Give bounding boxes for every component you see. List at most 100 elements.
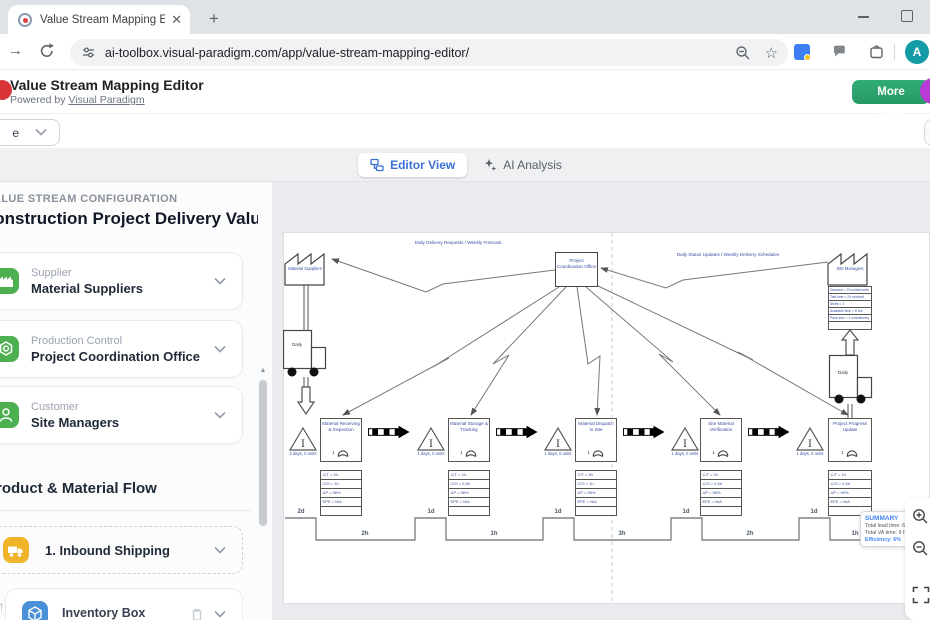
timeline-va-label: 3h: [618, 531, 626, 537]
production-control-value: Project Coordination Office: [31, 348, 201, 364]
process-data-box[interactable]: C/T = 2h C/O = 0.5h UP = 98% EPE = N/A: [700, 470, 742, 516]
account-avatar[interactable]: [920, 78, 930, 104]
timeline-va-label: 1h: [490, 531, 498, 537]
info-flow-label-right[interactable]: Daily Status Updates / Weekly Delivery S…: [676, 252, 780, 257]
timeline-lead-label: 2d: [297, 509, 305, 515]
trash-icon[interactable]: [190, 607, 204, 620]
window-maximize-button[interactable]: [901, 10, 913, 22]
chevron-down-icon[interactable]: [214, 546, 226, 555]
data-row: C/O = 0.5h: [449, 480, 489, 489]
url-text[interactable]: ai-toolbox.visual-paradigm.com/app/value…: [105, 45, 470, 60]
process-data-box[interactable]: C/T = 1h C/O = 0.5h UP = 98% EPE = N/A: [448, 470, 490, 516]
data-row: UP = 98%: [449, 489, 489, 498]
window-minimize-button[interactable]: [858, 16, 869, 18]
chevron-down-icon[interactable]: [214, 610, 226, 619]
truck-right-label[interactable]: Daily: [837, 370, 848, 375]
inventory-label: 1 days, 0 units: [796, 451, 824, 456]
fit-screen-icon[interactable]: [912, 586, 930, 604]
customer-data-row: Demand = 20 units/month: [829, 287, 871, 294]
customer-factory-label[interactable]: Site Managers: [836, 266, 864, 271]
forward-button[interactable]: →: [8, 42, 23, 59]
value-stream-name: Construction Project Delivery Value Stre…: [0, 209, 258, 228]
operator-count: 1: [841, 450, 844, 455]
section-divider: [0, 510, 252, 511]
summary-efficiency: Efficiency: 6%: [865, 537, 901, 543]
data-row: EPE = N/A: [701, 498, 741, 507]
diagram-selector-dropdown[interactable]: e: [0, 119, 60, 146]
data-row: EPE = N/A: [576, 498, 616, 507]
process-box[interactable]: Material Storage & Tracking 1: [448, 418, 490, 462]
reload-button[interactable]: [38, 42, 56, 60]
browser-tab-strip: Value Stream Mapping Editor ✕ +: [0, 0, 930, 34]
process-title: Project Progress Update: [833, 421, 867, 432]
push-arrow: [623, 425, 665, 439]
zoom-in-icon[interactable]: [912, 508, 930, 526]
tab-close-icon[interactable]: ✕: [171, 11, 182, 27]
customer-card-value: Site Managers: [31, 414, 120, 430]
supplier-factory-label[interactable]: Material Suppliers: [288, 266, 322, 271]
scrollbar-thumb[interactable]: [259, 380, 267, 526]
bookmark-star-icon[interactable]: ☆: [764, 44, 778, 62]
diagram-canvas[interactable]: I I I I I Material Suppliers Project Coo…: [272, 182, 930, 620]
chevron-down-icon[interactable]: [214, 345, 226, 354]
truck-left-label[interactable]: Daily: [291, 342, 302, 347]
customer-data-row: Available time = 8 hrs: [829, 308, 871, 315]
zoom-out-page-icon[interactable]: [735, 45, 751, 61]
extensions-puzzle-icon[interactable]: [868, 43, 885, 60]
chevron-down-icon[interactable]: [214, 277, 226, 286]
subbar-clipped-button[interactable]: [924, 119, 930, 146]
process-box[interactable]: Material Receiving & Inspection 1: [320, 418, 362, 462]
more-apps-button[interactable]: More Apps: [852, 80, 930, 122]
sidebar-scrollbar[interactable]: ▲ ▼: [256, 364, 270, 620]
customer-card-label: Customer: [31, 400, 79, 413]
inventory-box-item[interactable]: Inventory Box: [5, 588, 243, 620]
process-data-box[interactable]: C/T = 1h C/O = 0.5h UP = 99% EPE = N/A: [828, 470, 872, 516]
view-tab-bar: Editor View AI Analysis: [0, 148, 930, 182]
profile-avatar[interactable]: A: [905, 40, 929, 64]
ai-sparkles-icon: [485, 158, 497, 171]
tab-editor-view[interactable]: Editor View: [358, 152, 468, 177]
process-box[interactable]: Material Dispatch to Site 1: [575, 418, 617, 462]
new-tab-button[interactable]: +: [209, 9, 219, 28]
data-row: UP = 99%: [829, 489, 871, 498]
process-box[interactable]: Site Material Verification 1: [700, 418, 742, 462]
process-data-box[interactable]: C/T = 3h C/O = 1h UP = 95% EPE = N/A: [575, 470, 617, 516]
site-settings-icon[interactable]: [82, 46, 95, 59]
tab-ai-analysis[interactable]: AI Analysis: [473, 153, 572, 177]
chevron-down-icon[interactable]: [214, 411, 226, 420]
production-control-box[interactable]: Project Coordination Office: [555, 252, 598, 287]
diagram-selector-label: e: [12, 125, 19, 140]
reorder-up-icon[interactable]: ↑: [0, 598, 5, 614]
zoom-out-icon[interactable]: [912, 540, 930, 558]
factory-icon: [0, 268, 19, 294]
inventory-label: 1 days, 0 units: [671, 451, 699, 456]
scroll-up-icon[interactable]: ▲: [259, 367, 267, 374]
comment-extension-icon[interactable]: [832, 44, 847, 58]
inbound-shipping-item[interactable]: 1. Inbound Shipping: [0, 526, 243, 574]
timeline-va-label: 2h: [361, 531, 369, 537]
operator-icon: [336, 447, 350, 458]
customer-card[interactable]: Customer Site Managers: [0, 386, 243, 444]
process-box[interactable]: Project Progress Update 1: [828, 418, 872, 462]
visual-paradigm-link[interactable]: Visual Paradigm: [68, 94, 145, 106]
info-flow-label-left[interactable]: Daily Delivery Requests / Weekly Forecas…: [414, 240, 502, 245]
address-bar[interactable]: ai-toolbox.visual-paradigm.com/app/value…: [70, 39, 788, 66]
customer-data-box[interactable]: Demand = 20 units/month Takt time = 24 m…: [828, 286, 872, 330]
supplier-card[interactable]: Supplier Material Suppliers: [0, 252, 243, 310]
production-control-card[interactable]: Production Control Project Coordination …: [0, 320, 243, 378]
browser-tab[interactable]: Value Stream Mapping Editor ✕: [8, 5, 190, 34]
data-row: C/T = 1h: [829, 471, 871, 480]
operator-icon: [845, 447, 859, 458]
push-arrow: [368, 425, 410, 439]
inventory-label: 2 days, 0 units: [289, 451, 317, 456]
supplier-card-label: Supplier: [31, 266, 72, 279]
timeline-va-label: 2h: [746, 531, 754, 537]
operator-icon: [464, 447, 478, 458]
data-row: C/O = 1h: [576, 480, 616, 489]
operator-count: 1: [587, 450, 590, 455]
customer-data-row: Shifts = 1: [829, 301, 871, 308]
process-data-box[interactable]: C/T = 2h C/O = 1h UP = 98% EPE = N/A: [320, 470, 362, 516]
process-title: Material Storage & Tracking: [449, 421, 489, 432]
data-row: C/O = 1h: [321, 480, 361, 489]
